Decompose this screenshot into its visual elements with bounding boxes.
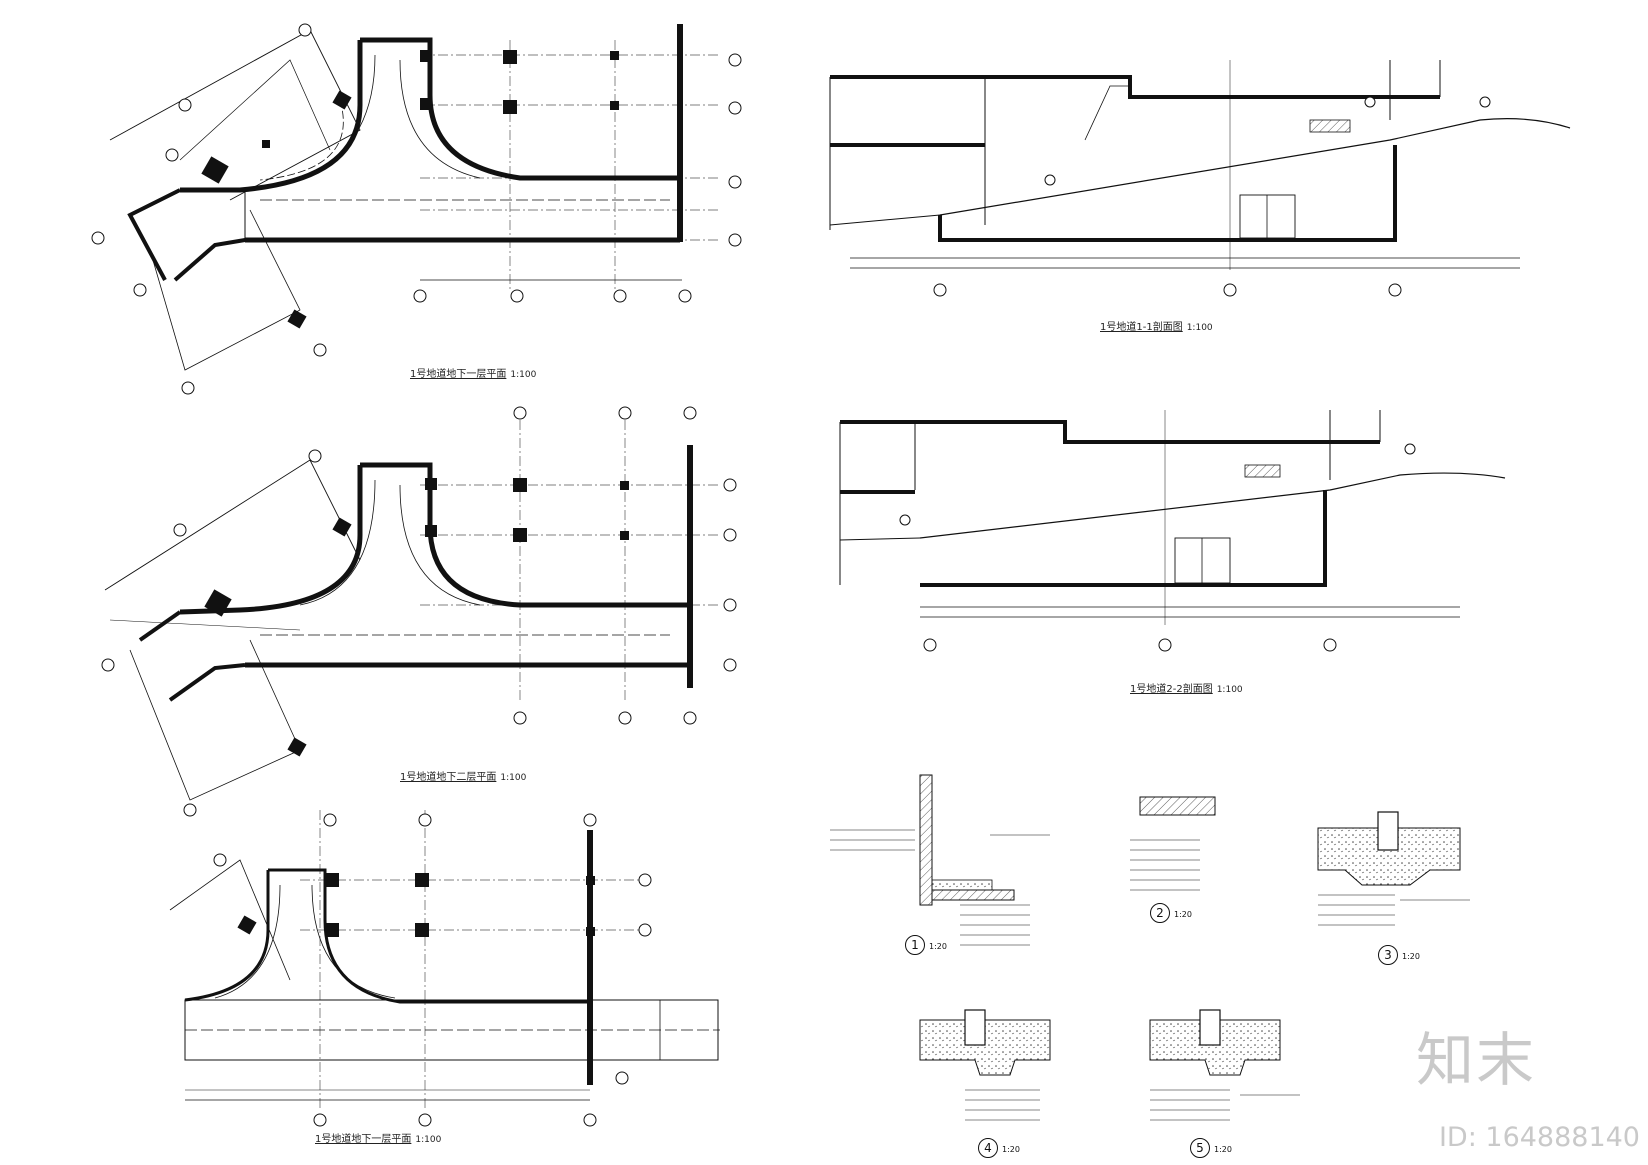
detail-1 [830, 774, 1050, 946]
watermark-id: ID: 164888140 [1438, 1122, 1640, 1153]
detail-2-number: 2 [1150, 903, 1170, 923]
detail-4-scale: 1:20 [1002, 1145, 1020, 1154]
detail-3-number: 3 [1378, 945, 1398, 965]
plan-2-scale: 1:100 [500, 773, 527, 783]
detail-2 [1130, 796, 1216, 891]
detail-4 [919, 1009, 1051, 1121]
plan-1 [91, 23, 742, 395]
detail-2-scale: 1:20 [1174, 910, 1192, 919]
detail-5-scale: 1:20 [1214, 1145, 1232, 1154]
section-1-title-text: 1号地道1-1剖面图 [1100, 322, 1183, 333]
section-2 [839, 410, 1506, 652]
section-1-scale: 1:100 [1186, 323, 1213, 333]
watermark-logo: 知末 [1415, 1026, 1536, 1094]
detail-5-number: 5 [1190, 1138, 1210, 1158]
detail-4-caption: 4 1:20 [978, 1138, 1020, 1158]
detail-3 [1317, 811, 1470, 926]
plan-2 [101, 406, 737, 817]
section-2-scale: 1:100 [1216, 685, 1243, 695]
detail-4-number: 4 [978, 1138, 998, 1158]
detail-2-caption: 2 1:20 [1150, 903, 1192, 923]
plan-3 [169, 810, 720, 1127]
plan-1-title-text: 1号地道地下一层平面 [410, 369, 507, 380]
detail-1-number: 1 [905, 935, 925, 955]
plan-3-title-text: 1号地道地下一层平面 [315, 1134, 412, 1145]
detail-1-caption: 1 1:20 [905, 935, 947, 955]
detail-5 [1149, 1009, 1300, 1121]
detail-1-scale: 1:20 [929, 942, 947, 951]
section-1 [829, 60, 1571, 297]
plan-2-title-text: 1号地道地下二层平面 [400, 772, 497, 783]
detail-3-caption: 3 1:20 [1378, 945, 1420, 965]
detail-3-scale: 1:20 [1402, 952, 1420, 961]
plan-1-scale: 1:100 [510, 370, 537, 380]
plan-3-scale: 1:100 [415, 1135, 442, 1145]
detail-5-caption: 5 1:20 [1190, 1138, 1232, 1158]
section-2-title-text: 1号地道2-2剖面图 [1130, 684, 1213, 695]
